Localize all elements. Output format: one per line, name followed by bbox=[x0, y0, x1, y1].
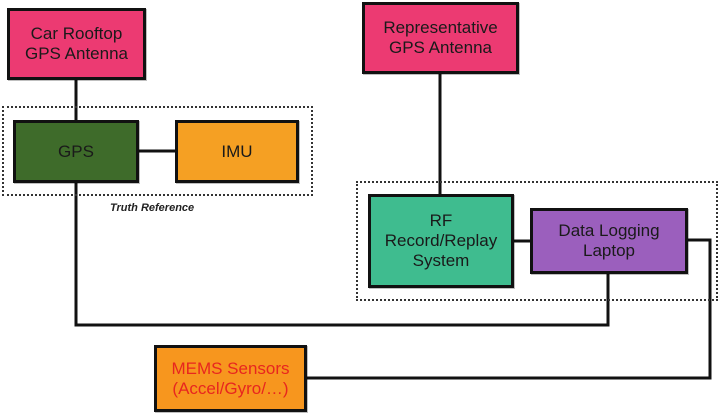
imu-node: IMU bbox=[175, 120, 299, 183]
representative-gps-antenna-node: Representative GPS Antenna bbox=[362, 2, 519, 74]
node-label: GPS bbox=[58, 141, 94, 161]
node-label: Car Rooftop GPS Antenna bbox=[24, 24, 129, 63]
mems-sensors-node: MEMS Sensors (Accel/Gyro/…) bbox=[154, 345, 307, 412]
rf-record-replay-node: RF Record/Replay System bbox=[368, 194, 514, 288]
data-logging-laptop-node: Data Logging Laptop bbox=[530, 208, 688, 274]
truth-reference-caption: Truth Reference bbox=[110, 202, 195, 214]
node-label: Data Logging Laptop bbox=[558, 221, 660, 260]
node-label: RF Record/Replay System bbox=[384, 211, 498, 270]
node-label: MEMS Sensors (Accel/Gyro/…) bbox=[171, 358, 290, 398]
node-label: IMU bbox=[221, 141, 253, 161]
node-label: Representative GPS Antenna bbox=[383, 18, 498, 57]
car-rooftop-gps-antenna-node: Car Rooftop GPS Antenna bbox=[7, 8, 146, 80]
edge-mems-to-laptop bbox=[305, 238, 712, 380]
record-replay-group bbox=[356, 181, 718, 301]
gps-node: GPS bbox=[13, 120, 139, 183]
truth-reference-group bbox=[2, 106, 313, 196]
edge-gps-to-laptop bbox=[74, 180, 610, 327]
